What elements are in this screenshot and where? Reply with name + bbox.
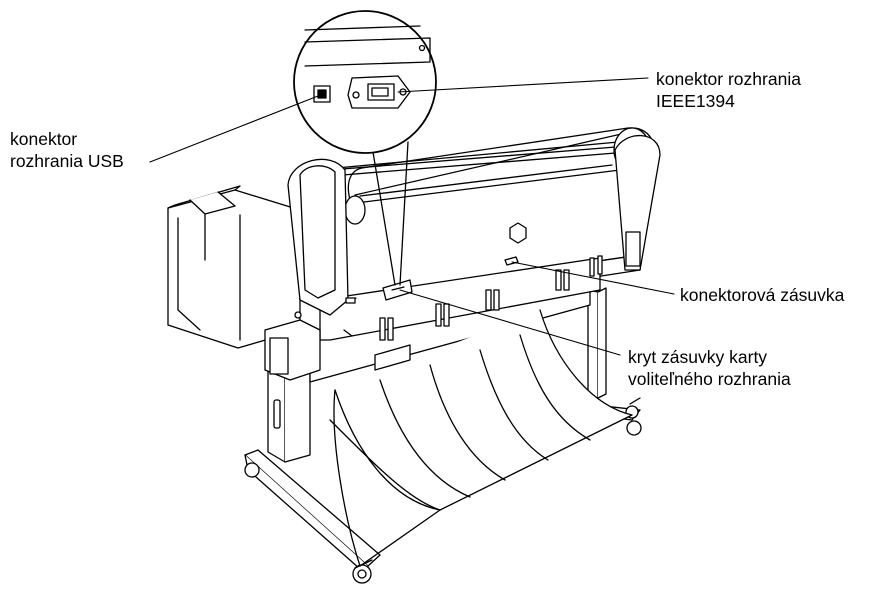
label-ieee-line2: IEEE1394: [656, 91, 735, 111]
leader-ieee: [398, 78, 648, 92]
option-card-slot-cover: [383, 280, 412, 300]
leader-lines: [150, 78, 674, 355]
usb-port-on-printer: [346, 298, 355, 303]
printer-body: [168, 128, 660, 380]
connector-slot: [505, 257, 518, 265]
leader-cover: [400, 290, 620, 355]
label-usb-connector: konektor rozhrania USB: [10, 128, 124, 172]
label-option-slot-cover: kryt zásuvky karty voliteľného rozhrania: [628, 346, 791, 390]
label-usb-line2: rozhrania USB: [10, 151, 124, 171]
label-cover-line1: kryt zásuvky karty: [628, 347, 768, 367]
label-slot-line1: konektorová zásuvka: [680, 285, 845, 305]
label-usb-line1: konektor: [10, 129, 78, 149]
label-connector-slot: konektorová zásuvka: [680, 284, 844, 306]
label-cover-line2: voliteľného rozhrania: [628, 369, 791, 389]
zoom-inset: [294, 11, 436, 285]
paper-basket: [330, 310, 632, 566]
leader-usb: [150, 96, 318, 162]
label-ieee1394-connector: konektor rozhrania IEEE1394: [656, 68, 801, 112]
leader-slot: [512, 262, 674, 294]
label-ieee-line1: konektor rozhrania: [656, 69, 801, 89]
